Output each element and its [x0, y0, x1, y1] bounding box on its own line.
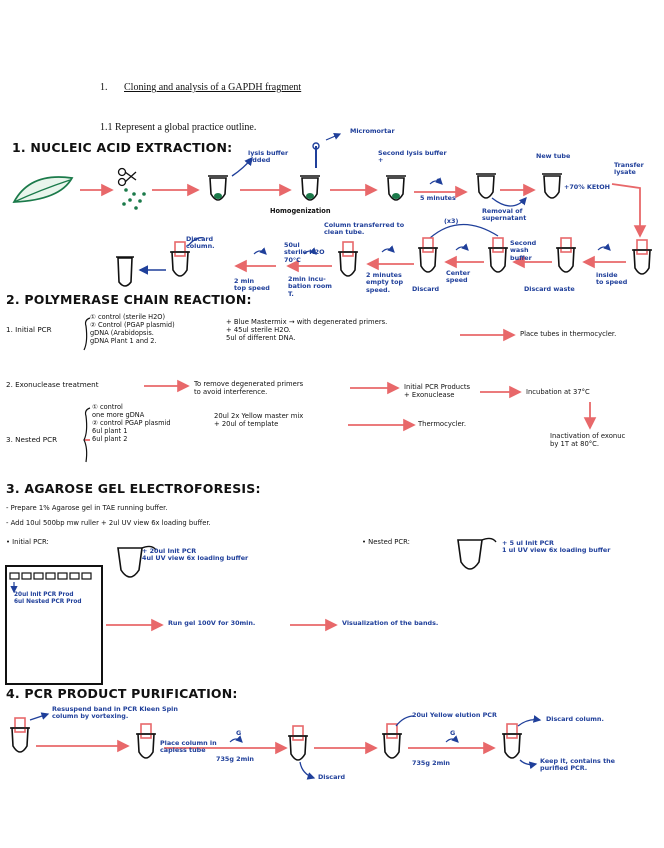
label-new-tube: New tube [536, 152, 571, 160]
column-tube-icon-1 [631, 239, 653, 275]
label-discard-waste: Discard waste [524, 285, 575, 293]
label-2min-empty: 2 minutes empty top speed. [366, 271, 404, 294]
label-removal: Removal of supernatant [482, 207, 527, 223]
label-speed-2: 735g 2min [412, 759, 450, 767]
initial-pcr-mix: + Blue Mastermix → with degenerated prim… [226, 318, 388, 343]
label-gel-initial: • Initial PCR: [6, 538, 49, 546]
exonuclease-products: Initial PCR Products + Exonuclease [404, 383, 471, 400]
label-second-lysis: Second lysis buffer + [378, 149, 447, 165]
label-x3: (x3) [444, 217, 459, 225]
page-title: Cloning and analysis of a GAPDH fragment [124, 82, 301, 93]
nested-pcr-samples: ① control one more gDNA ② control PGAP p… [92, 403, 171, 443]
label-discard-column-final: Discard column. [546, 715, 604, 723]
agarose-gel-icon [5, 565, 103, 685]
label-homogenization: Homogenization [270, 207, 331, 215]
label-lysis-buffer: lysis buffer added [248, 149, 289, 165]
page-title-text: Cloning and analysis of a GAPDH fragment [124, 82, 302, 93]
label-place-column: Place column in capless tube [160, 739, 217, 755]
scissors-icon [117, 167, 137, 187]
section-title-extraction: 1. NUCLEIC ACID EXTRACTION: [12, 140, 233, 155]
label-visualization: Visualization of the bands. [342, 619, 439, 627]
label-speed-1: 735g 2min [216, 755, 254, 763]
label-incubation: 2min incu- bation room T. [288, 275, 332, 298]
tube-icon-3 [385, 175, 407, 201]
gel-nested-mix: + 5 ul Init PCR 1 ul UV view 6x loading … [502, 539, 611, 555]
purification-tube-icon-2 [135, 723, 157, 759]
column-tube-icon-3 [487, 237, 509, 273]
label-initial-pcr: 1. Initial PCR [6, 325, 52, 334]
gel-lane-labels: 20ul Init PCR Prod 6ul Nested PCR Prod [14, 592, 82, 605]
label-inside-speed: inside to speed [596, 271, 628, 287]
heading-number: 1. [100, 82, 108, 93]
leaf-icon [12, 176, 74, 203]
label-inactivation: Inactivation of exonuc by 1T at 80°C. [550, 432, 626, 449]
tube-icon-4 [475, 173, 497, 199]
label-gel-nested: • Nested PCR: [362, 538, 410, 546]
nested-pcr-mix: 20ul 2x Yellow master mix + 20ul of temp… [214, 412, 304, 429]
section-title-gel: 3. AGAROSE GEL ELECTROFORESIS: [6, 481, 261, 496]
purification-tube-icon-4 [381, 723, 403, 759]
final-tube-icon [116, 256, 134, 287]
micromortar-icon [312, 133, 342, 168]
label-thermocycler-2: Thermocycler. [418, 420, 466, 428]
gel-step-1: - Prepare 1% Agarose gel in TAE running … [6, 504, 168, 512]
label-centrifuge-g1: G [436, 177, 442, 185]
label-centrifuge-g2: G [236, 729, 242, 737]
label-2min-top: 2 min top speed [234, 277, 270, 293]
purification-tube-icon-3 [287, 725, 309, 761]
initial-pcr-samples: ① control (sterile H2O) ② Control (PGAP … [90, 313, 175, 345]
leaf-pieces-icon [122, 188, 146, 210]
column-tube-icon-2 [555, 237, 577, 273]
purification-tube-icon-5 [501, 723, 523, 759]
tube-icon-1 [207, 175, 229, 201]
section-title-purification: 4. PCR PRODUCT PURIFICATION: [6, 686, 238, 701]
label-run-gel: Run gel 100V for 30min. [168, 619, 256, 627]
section-title-pcr: 2. POLYMERASE CHAIN REACTION: [6, 292, 252, 307]
label-wash-buffer: Second wash buffer [510, 239, 537, 262]
eppendorf-icon-nested [457, 537, 497, 570]
label-column-transferred: Column transferred to clean tube. [324, 221, 405, 237]
label-discard-column: Discard column. [186, 235, 215, 251]
label-transfer-lysate: Transfer lysate [614, 161, 644, 177]
label-keep-purified: Keep it, contains the purified PCR. [540, 757, 616, 773]
label-discard-mid: Discard [412, 285, 440, 293]
exonuclease-purpose: To remove degenerated primers to avoid i… [194, 380, 304, 397]
label-incubation-37: Incubation at 37°C [526, 388, 590, 396]
label-discard-flow: Discard [318, 773, 346, 781]
tube-icon-2 [299, 175, 321, 201]
label-yellow-elution: 20ul Yellow elution PCR [412, 711, 497, 719]
label-exonuclease: 2. Exonuclease treatment [6, 380, 99, 389]
purification-tube-icon-1 [9, 717, 31, 753]
label-koeth: +70% KEtOH [564, 183, 611, 191]
label-5-minutes: 5 minutes [420, 194, 456, 202]
page-subtitle: 1.1 Represent a global practice outline. [100, 122, 257, 133]
column-tube-icon-5 [337, 241, 359, 277]
label-nested-pcr: 3. Nested PCR [6, 435, 58, 444]
tube-icon-5 [541, 173, 563, 199]
gel-step-2: - Add 10ul 500bp mw ruller + 2ul UV view… [6, 519, 211, 527]
label-resuspend-band: Resuspend band in PCR Kleen Spin column … [52, 705, 178, 721]
label-centrifuge-g3: G [450, 729, 456, 737]
label-center-speed: Center speed [446, 269, 471, 285]
column-tube-icon-4 [417, 237, 439, 273]
label-sterile-water: 50ul sterile H2O 70°C [284, 241, 325, 264]
gel-initial-mix: + 20ul Init PCR 4ul UV view 6x loading b… [142, 547, 249, 563]
label-micromortar: Micromortar [350, 127, 395, 135]
label-thermocycler: Place tubes in thermocycler. [520, 330, 617, 338]
eppendorf-icon-initial [117, 545, 157, 578]
